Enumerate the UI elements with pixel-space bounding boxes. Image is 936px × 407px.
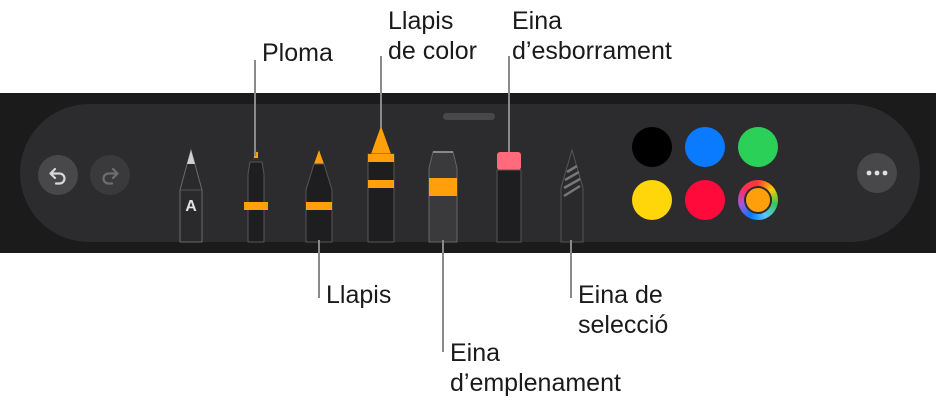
- eraser-tool[interactable]: [494, 150, 524, 243]
- selected-color-dot: [746, 188, 770, 212]
- callout-fill: Eina d’emplenament: [450, 338, 621, 398]
- leader-line-eraser: [508, 56, 510, 152]
- callout-eraser: Eina d’esborrament: [512, 6, 672, 66]
- color-swatch-blue[interactable]: [685, 127, 725, 167]
- more-options-button[interactable]: [857, 153, 897, 193]
- ellipsis-icon: [866, 170, 888, 176]
- callout-colored-pencil-line1: Llapis: [388, 7, 454, 35]
- color-swatch-black[interactable]: [632, 127, 672, 167]
- callout-pencil: Llapis: [326, 281, 392, 309]
- monoline-label: A: [185, 198, 197, 215]
- color-picker-button[interactable]: [738, 180, 778, 220]
- callout-eraser-line2: d’esborrament: [512, 37, 672, 65]
- leader-line-pencil: [318, 240, 320, 298]
- undo-button[interactable]: [38, 155, 78, 195]
- callout-lasso: Eina de selecció: [578, 280, 668, 340]
- leader-line-lasso: [570, 240, 572, 298]
- color-swatch-red[interactable]: [685, 180, 725, 220]
- leader-line-fill: [442, 240, 444, 352]
- redo-arrow-icon: [102, 167, 119, 185]
- monoline-tool[interactable]: [176, 148, 206, 243]
- callout-lasso-line1: Eina de: [578, 281, 663, 309]
- callout-pen: Ploma: [262, 39, 333, 67]
- pen-tool[interactable]: [241, 150, 271, 243]
- leader-line-colored-pencil: [380, 56, 382, 128]
- callout-fill-line2: d’emplenament: [450, 369, 621, 397]
- leader-line-pen: [254, 60, 256, 156]
- fill-tool[interactable]: [424, 148, 462, 243]
- lasso-tool[interactable]: [556, 148, 588, 243]
- markup-toolbar: [20, 104, 920, 242]
- callout-colored-pencil: Llapis de color: [388, 6, 477, 66]
- callout-eraser-line1: Eina: [512, 7, 563, 35]
- colored-pencil-tool[interactable]: [364, 124, 398, 243]
- pencil-tool[interactable]: [302, 150, 336, 243]
- callout-colored-pencil-line2: de color: [388, 37, 477, 65]
- toolbar-grabber-handle[interactable]: [443, 113, 495, 120]
- callout-lasso-line2: selecció: [578, 311, 669, 339]
- callout-fill-line1: Eina: [450, 339, 501, 367]
- color-swatch-yellow[interactable]: [632, 180, 672, 220]
- undo-arrow-icon: [49, 167, 66, 185]
- color-swatch-green[interactable]: [738, 127, 778, 167]
- redo-button[interactable]: [90, 155, 130, 195]
